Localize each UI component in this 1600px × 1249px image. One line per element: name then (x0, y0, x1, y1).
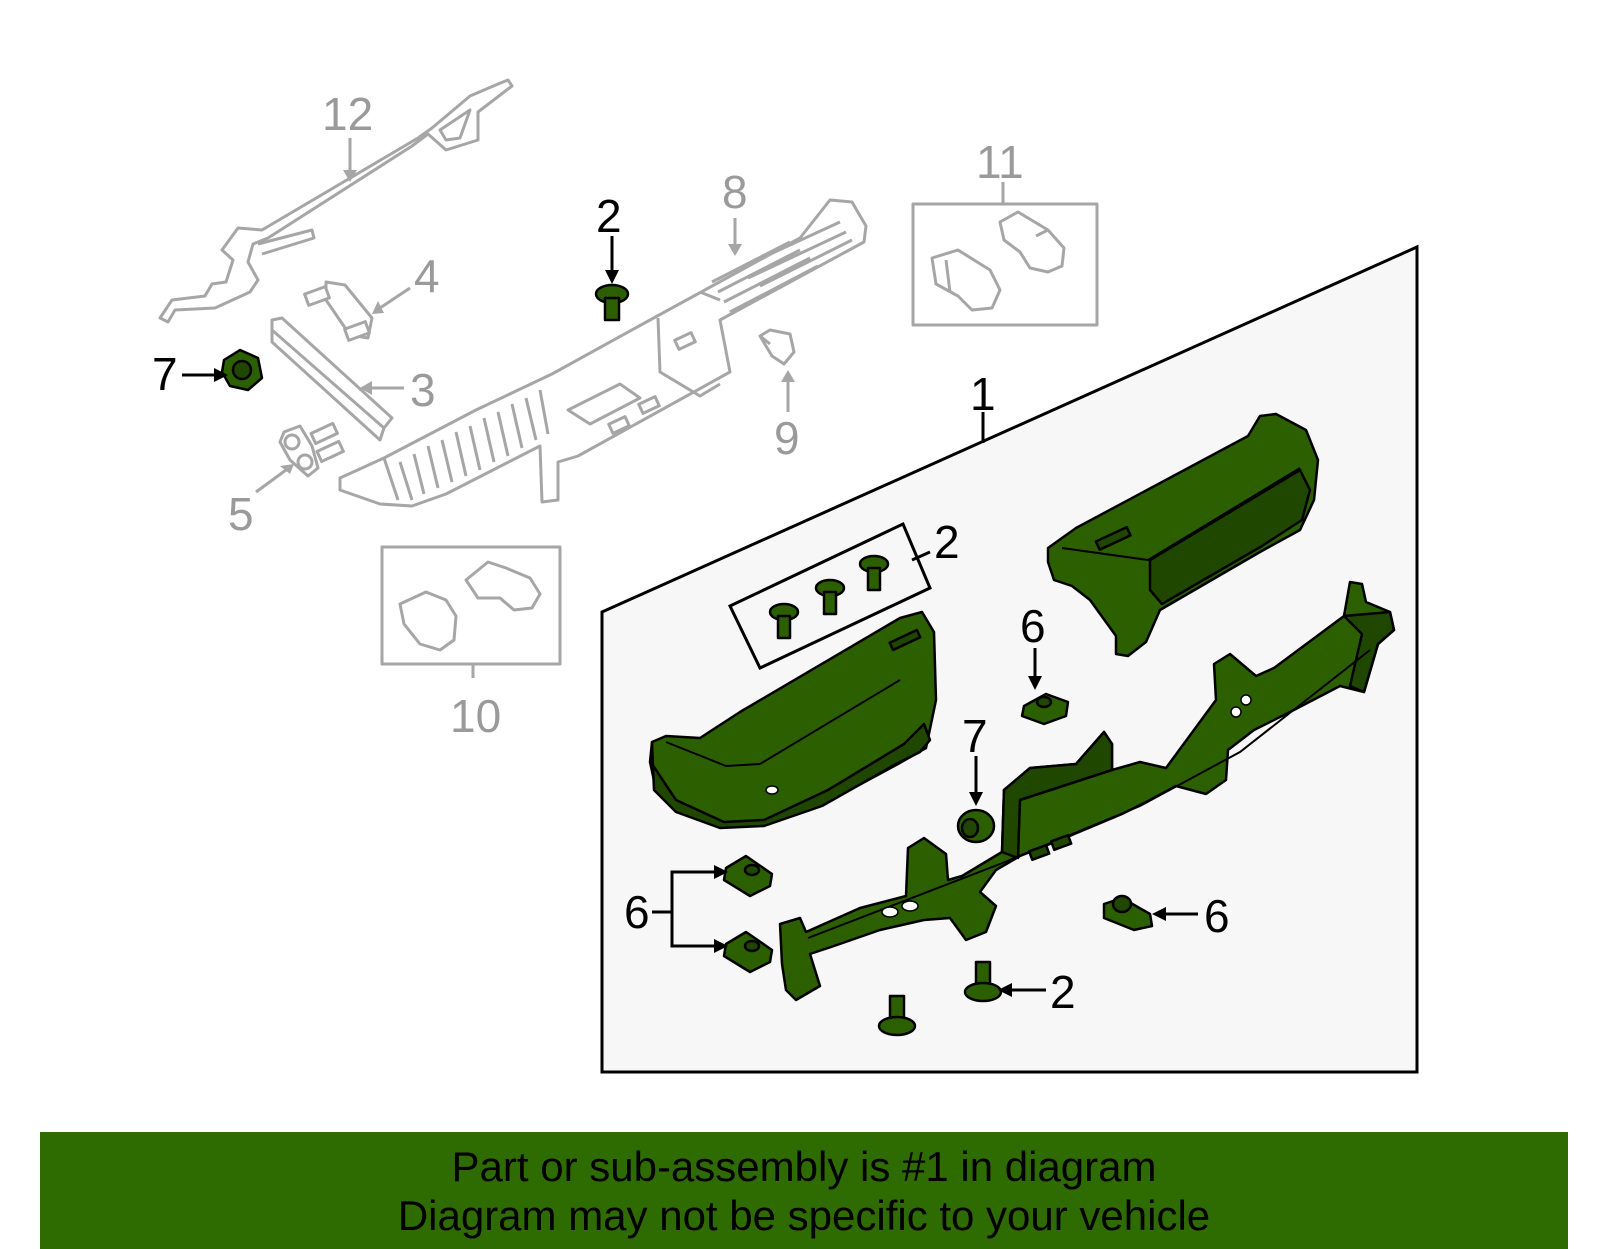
clip-part-9 (758, 328, 796, 366)
bolt-part-2-top (594, 283, 630, 322)
callout-12: 12 (322, 88, 373, 140)
step-bumper-part-8 (338, 198, 868, 508)
grey-leader-lines (255, 138, 795, 494)
sensor-box-part-11 (911, 182, 1099, 327)
callout-2-bottom: 2 (1050, 966, 1076, 1018)
bracket-part-5 (278, 421, 345, 478)
nut-part-7-center (956, 808, 996, 844)
clip-nut-part-6-left-a (722, 854, 774, 898)
callout-10: 10 (450, 690, 501, 742)
rod-part-12 (158, 78, 514, 324)
callout-3: 3 (410, 364, 436, 416)
clip-nut-part-6-left-b (722, 930, 774, 974)
callout-6-upper: 6 (1020, 600, 1046, 652)
callout-7-center: 7 (962, 710, 988, 762)
bumper-reinforcement-beam (778, 580, 1396, 1002)
callout-2-box: 2 (934, 516, 960, 568)
callout-2-top: 2 (596, 190, 622, 242)
callout-5: 5 (228, 488, 254, 540)
notice-line-2: Diagram may not be specific to your vehi… (397, 1192, 1211, 1239)
callout-1: 1 (970, 368, 996, 420)
parts-diagram: 12 4 3 5 8 9 11 10 2 7 1 2 6 7 6 6 2 (152, 78, 1419, 1074)
callout-6-left: 6 (624, 886, 650, 938)
bracket-part-4 (303, 280, 374, 342)
nut-part-7-left (220, 348, 264, 392)
clip-nut-part-6-upper (1020, 692, 1070, 726)
callout-11: 11 (976, 136, 1024, 188)
clip-nut-part-6-right (1102, 894, 1154, 932)
notice-banner: Part or sub-assembly is #1 in diagram Di… (40, 1132, 1568, 1249)
bolt-part-2-bottom-left (877, 994, 917, 1037)
bumper-end-right (1046, 412, 1320, 658)
black-leader-lines (182, 236, 1198, 997)
notice-line-1: Part or sub-assembly is #1 in diagram (451, 1143, 1157, 1190)
callout-6-right: 6 (1204, 890, 1230, 942)
bolt-part-2-bottom-right (963, 960, 1003, 1003)
sensor-box-part-10 (380, 545, 562, 678)
callout-7-left: 7 (152, 348, 178, 400)
bumper-end-left (648, 610, 938, 830)
callout-4: 4 (414, 250, 440, 302)
callout-9: 9 (774, 412, 800, 464)
strip-part-3 (270, 316, 394, 442)
callout-8: 8 (722, 166, 748, 218)
bolt-set-box (727, 521, 932, 670)
